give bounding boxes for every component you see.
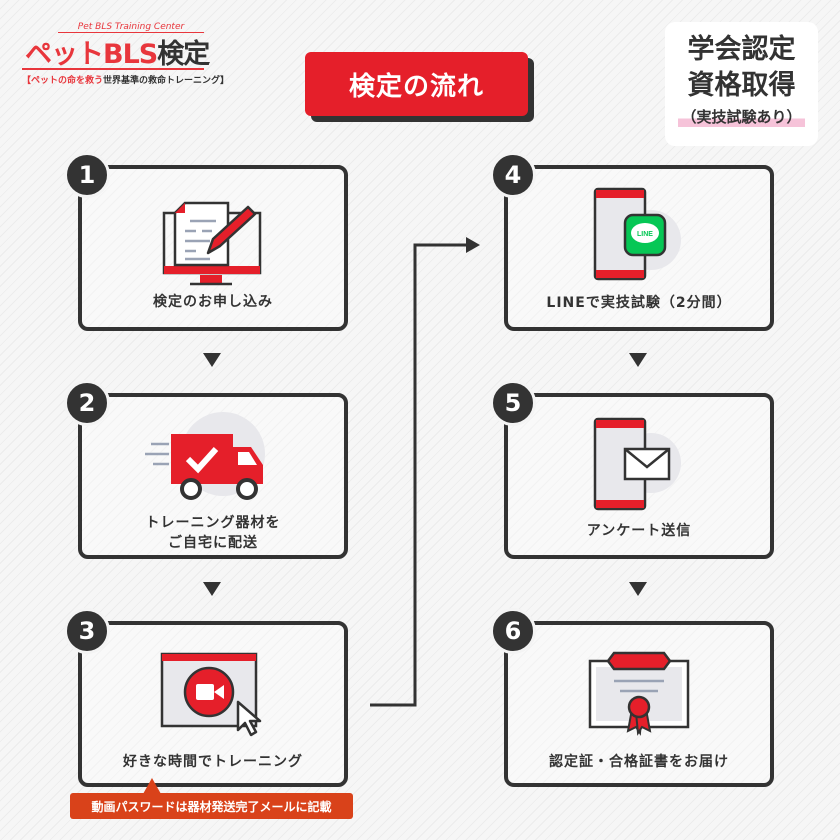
- mail-phone-icon: [593, 417, 681, 511]
- form-computer-icon: [162, 201, 262, 286]
- certification-box: 学会認定 資格取得 （実技試験あり）: [665, 22, 818, 146]
- step-label-6: 認定証・合格証書をお届け: [549, 754, 729, 770]
- step-label-4: LINEで実技試験（2分間）: [546, 295, 732, 311]
- cert-line1: 学会認定: [687, 34, 796, 65]
- step-label-2-line2: ご自宅に配送: [168, 535, 258, 551]
- down-arrow-icon: [629, 582, 647, 596]
- tagline-dark: 世界基準の救命トレーニング】: [103, 76, 230, 86]
- step-badge-2: 2: [64, 380, 110, 426]
- logo-name-dark: 検定: [157, 39, 210, 70]
- note-pointer: [143, 778, 161, 794]
- logo: ペットBLS検定: [25, 32, 210, 71]
- step-badge-1: 1: [64, 152, 110, 198]
- certificate-icon: [588, 651, 690, 736]
- step-label-2-line1: トレーニング器材を: [145, 515, 281, 531]
- step-label-1: 検定のお申し込み: [153, 294, 273, 310]
- logo-tagline: 【ペットの命を救う世界基準の救命トレーニング】: [22, 73, 229, 86]
- logo-subtitle: Pet BLS Training Center: [58, 22, 204, 33]
- step-card-3: 好きな時間でトレーニング: [78, 621, 348, 787]
- step-card-5: アンケート送信: [504, 393, 774, 559]
- cert-line2: 資格取得: [687, 70, 796, 101]
- down-arrow-icon: [203, 582, 221, 596]
- step-label-3: 好きな時間でトレーニング: [123, 754, 303, 770]
- step-badge-5: 5: [490, 380, 536, 426]
- step-badge-4: 4: [490, 152, 536, 198]
- step-label-5: アンケート送信: [586, 523, 692, 539]
- line-logo-text: LINE: [637, 231, 653, 238]
- delivery-truck-icon: [145, 412, 265, 500]
- logo-divider: [22, 68, 204, 70]
- down-arrow-icon: [203, 353, 221, 367]
- tagline-red: 【ペットの命を救う: [22, 76, 104, 86]
- cert-sub: （実技試験あり）: [678, 106, 805, 127]
- step-label-2: トレーニング器材をご自宅に配送: [82, 513, 344, 553]
- logo-name-red: ペットBLS: [25, 39, 158, 70]
- connector-arrow-icon: [370, 237, 480, 707]
- step-badge-6: 6: [490, 608, 536, 654]
- password-note: 動画パスワードは器材発送完了メールに記載: [70, 793, 353, 819]
- step-card-6: 認定証・合格証書をお届け: [504, 621, 774, 787]
- page-title: 検定の流れ: [305, 52, 528, 116]
- down-arrow-icon: [629, 353, 647, 367]
- step-badge-3: 3: [64, 608, 110, 654]
- line-phone-icon: LINE: [593, 187, 681, 281]
- step-card-4: LINE LINEで実技試験（2分間）: [504, 165, 774, 331]
- step-card-1: 検定のお申し込み: [78, 165, 348, 331]
- step-card-2: トレーニング器材をご自宅に配送: [78, 393, 348, 559]
- video-window-icon: [160, 652, 262, 737]
